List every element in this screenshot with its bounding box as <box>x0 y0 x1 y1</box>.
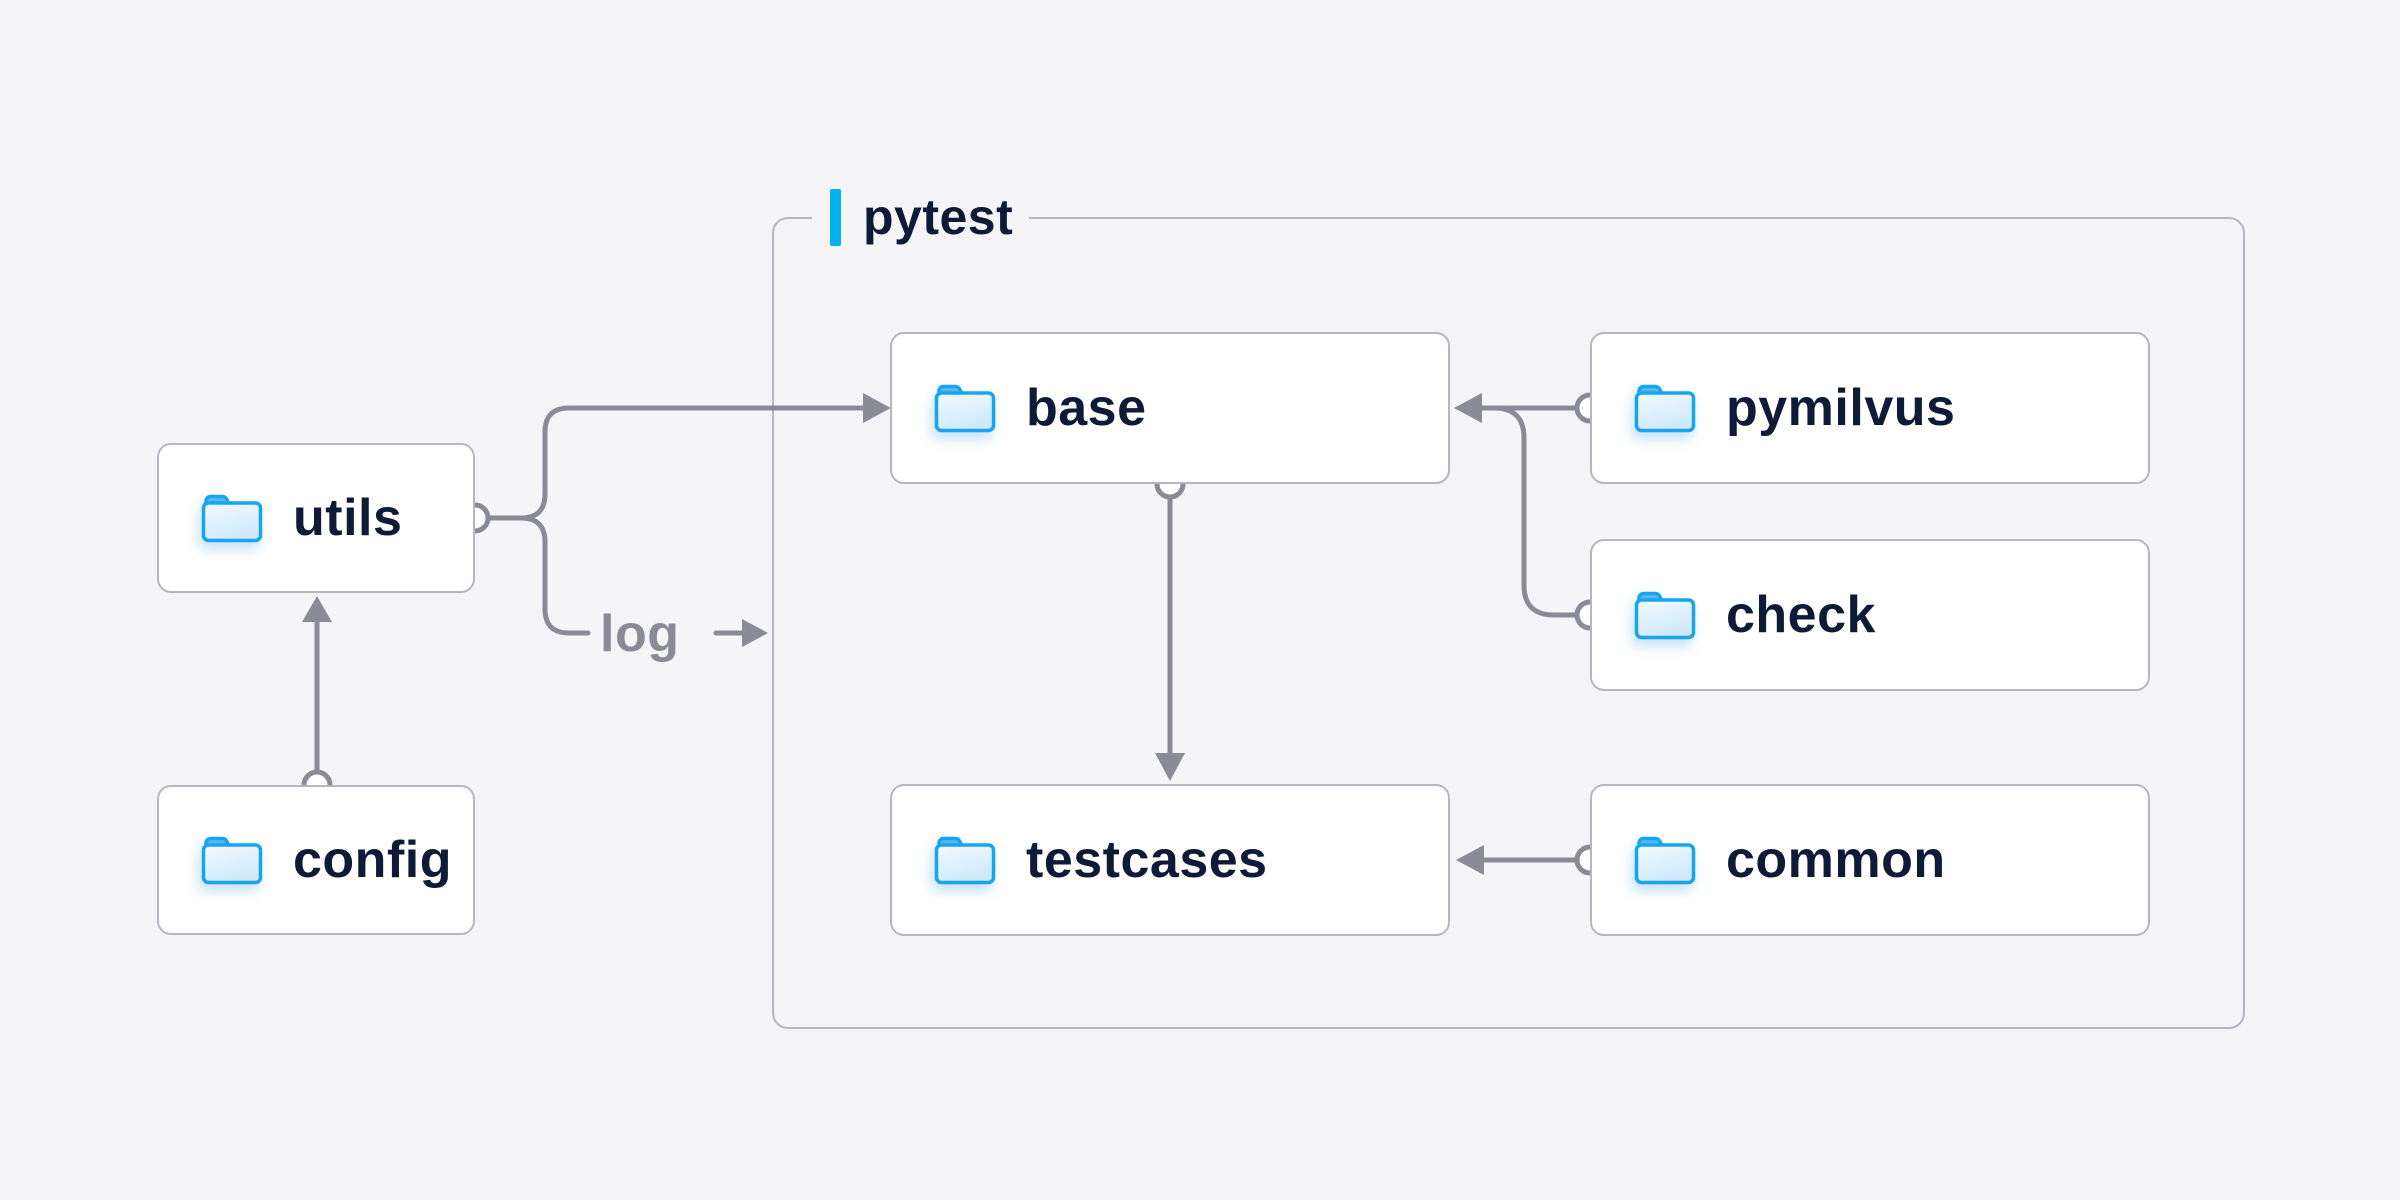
node-label: common <box>1726 831 1946 889</box>
node-testcases: testcases <box>890 784 1450 936</box>
folder-icon <box>1633 834 1697 886</box>
log-edge-label: log <box>600 605 680 663</box>
folder-icon <box>933 382 997 434</box>
node-label: testcases <box>1026 831 1268 889</box>
node-label: utils <box>293 489 403 547</box>
edge-utils-log <box>518 515 591 636</box>
pytest-group-container: pytest <box>772 188 2245 1029</box>
node-config: config <box>157 785 475 935</box>
node-base: base <box>890 332 1450 484</box>
node-common: common <box>1590 784 2150 936</box>
edge-config-utils <box>302 596 332 774</box>
node-label: base <box>1026 379 1147 437</box>
node-label: pymilvus <box>1726 379 1956 437</box>
group-title: pytest <box>863 189 1014 245</box>
folder-icon <box>200 834 264 886</box>
pytest-group-label: pytest <box>812 188 1030 246</box>
node-label: check <box>1726 586 1876 644</box>
accent-bar <box>830 188 841 246</box>
edge-log-arrow <box>713 619 768 647</box>
folder-icon <box>1633 382 1697 434</box>
folder-icon <box>200 492 264 544</box>
node-check: check <box>1590 539 2150 691</box>
node-label: config <box>293 831 452 889</box>
node-pymilvus: pymilvus <box>1590 332 2150 484</box>
node-utils: utils <box>157 443 475 593</box>
folder-icon <box>933 834 997 886</box>
folder-icon <box>1633 589 1697 641</box>
